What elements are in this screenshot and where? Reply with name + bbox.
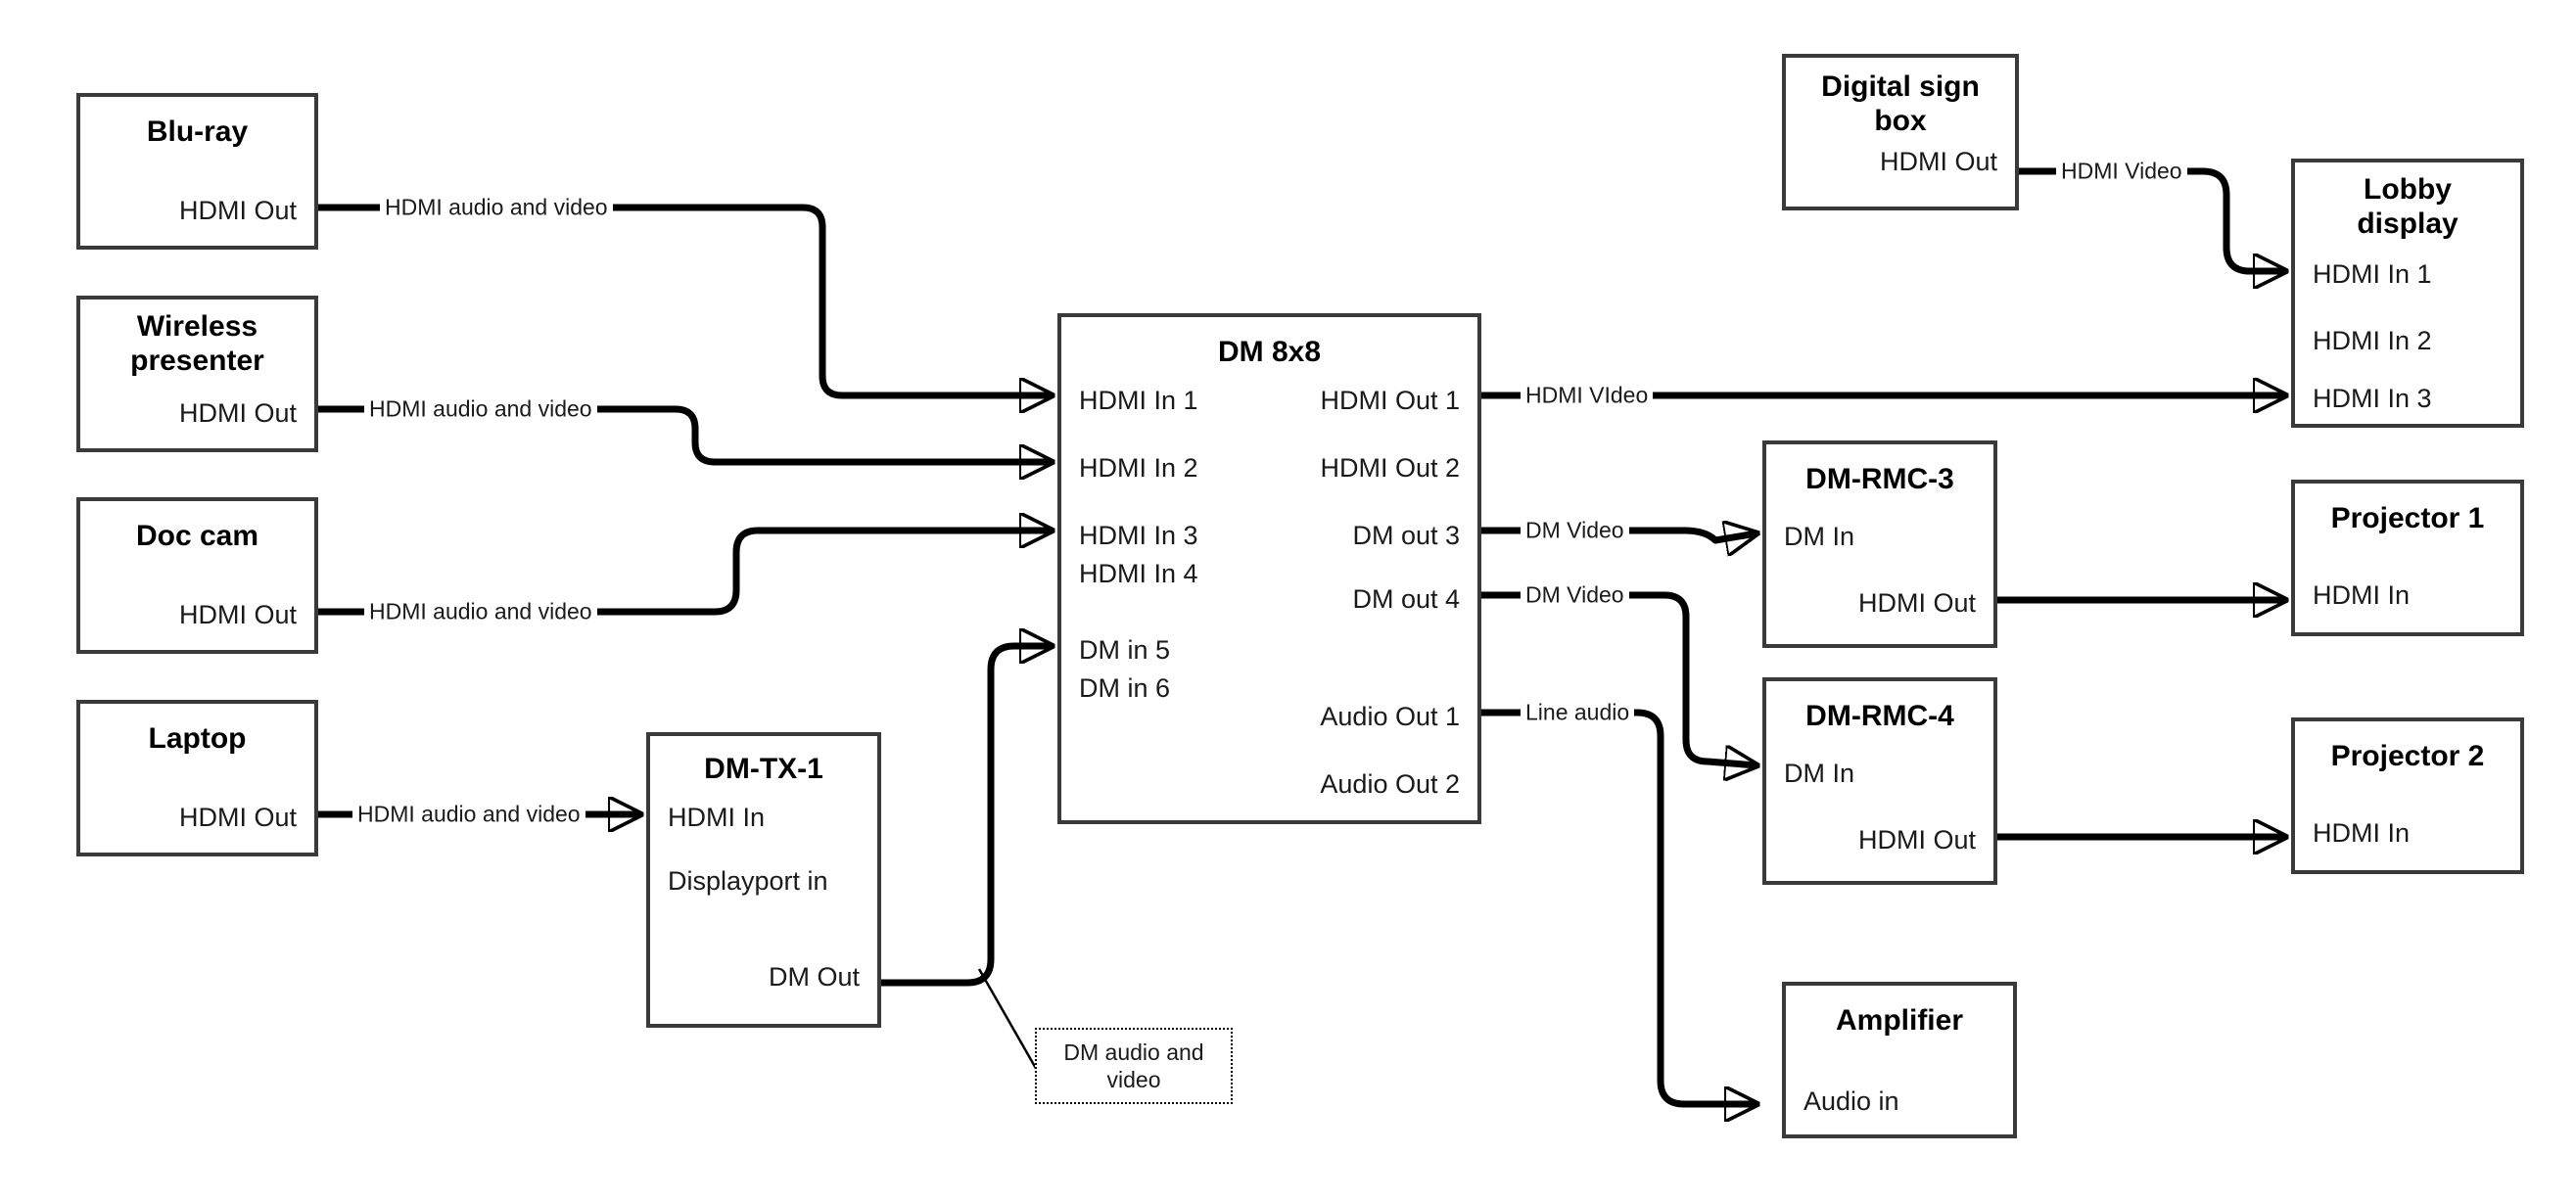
port-hdmi-out[interactable]: HDMI Out — [178, 398, 297, 428]
link-label-dmout4-to-rmc4: DM Video — [1521, 583, 1629, 607]
device-bluray[interactable]: Blu-ray HDMI Out — [76, 93, 318, 250]
link-label-dmout3-to-rmc3: DM Video — [1521, 519, 1629, 542]
port-hdmi-in-3[interactable]: HDMI In 3 — [2313, 384, 2432, 413]
port-dm-in-6[interactable]: DM in 6 — [1079, 673, 1171, 703]
link-label-bluray-to-dm: HDMI audio and video — [380, 196, 613, 219]
port-hdmi-out[interactable]: HDMI Out — [1857, 588, 1976, 618]
link-label-laptop-to-tx: HDMI audio and video — [352, 803, 585, 826]
port-hdmi-out[interactable]: HDMI Out — [178, 600, 297, 629]
device-title: Projector 2 — [2330, 740, 2485, 772]
device-title-line1: Digital sign — [1821, 70, 1980, 103]
port-audio-out-2[interactable]: Audio Out 2 — [1320, 769, 1460, 799]
device-title: DM 8x8 — [1217, 336, 1322, 368]
port-dm-out-4[interactable]: DM out 4 — [1352, 584, 1460, 614]
device-title: DM-TX-1 — [704, 753, 823, 785]
device-dm-rmc-3[interactable]: DM-RMC-3 DM In HDMI Out — [1762, 440, 1997, 648]
device-title: Blu-ray — [146, 115, 249, 148]
port-hdmi-in[interactable]: HDMI In — [668, 803, 766, 832]
port-dm-in[interactable]: DM In — [1784, 759, 1855, 788]
port-hdmi-in-1[interactable]: HDMI In 1 — [1079, 386, 1198, 415]
link-label-audioout1-to-amp: Line audio — [1521, 701, 1635, 724]
port-hdmi-out[interactable]: HDMI Out — [1879, 147, 1997, 176]
port-hdmi-out[interactable]: HDMI Out — [178, 196, 297, 225]
device-title: Laptop — [148, 722, 247, 755]
port-hdmi-out-1[interactable]: HDMI Out 1 — [1320, 386, 1460, 415]
device-title-line2: presenter — [130, 345, 264, 377]
device-title: Projector 1 — [2330, 502, 2485, 534]
device-dm-8x8[interactable]: DM 8x8 HDMI In 1 HDMI In 2 HDMI In 3 HDM… — [1057, 313, 1481, 824]
device-amplifier[interactable]: Amplifier Audio in — [1782, 982, 2017, 1138]
port-hdmi-in-2[interactable]: HDMI In 2 — [2313, 326, 2432, 355]
device-dm-rmc-4[interactable]: DM-RMC-4 DM In HDMI Out — [1762, 677, 1997, 885]
device-laptop[interactable]: Laptop HDMI Out — [76, 700, 318, 856]
port-hdmi-in[interactable]: HDMI In — [2313, 580, 2411, 610]
port-hdmi-in[interactable]: HDMI In — [2313, 818, 2411, 848]
device-title: Amplifier — [1835, 1004, 1964, 1037]
link-label-sign-to-lobby: HDMI Video — [2056, 160, 2187, 183]
device-projector-1[interactable]: Projector 1 HDMI In — [2291, 480, 2524, 636]
annotation-dm-audio-and-video: DM audio and video — [1035, 1028, 1233, 1104]
port-hdmi-out[interactable]: HDMI Out — [178, 803, 297, 832]
port-dm-in-5[interactable]: DM in 5 — [1079, 635, 1171, 665]
port-hdmi-out[interactable]: HDMI Out — [1857, 825, 1976, 855]
port-audio-in[interactable]: Audio in — [1803, 1086, 1899, 1116]
port-hdmi-in-1[interactable]: HDMI In 1 — [2313, 259, 2432, 289]
port-hdmi-out-2[interactable]: HDMI Out 2 — [1320, 453, 1460, 483]
link-label-doccam-to-dm: HDMI audio and video — [364, 600, 597, 624]
port-dm-in[interactable]: DM In — [1784, 522, 1855, 551]
device-digital-sign-box[interactable]: Digital sign box HDMI Out — [1782, 54, 2019, 210]
device-title: Doc cam — [135, 520, 259, 552]
port-displayport-in[interactable]: Displayport in — [668, 866, 828, 896]
device-title-line2: display — [2357, 208, 2459, 240]
device-projector-2[interactable]: Projector 2 HDMI In — [2291, 717, 2524, 874]
port-dm-out[interactable]: DM Out — [768, 962, 860, 992]
device-wireless-presenter[interactable]: Wireless presenter HDMI Out — [76, 296, 318, 452]
device-title: DM-RMC-4 — [1805, 700, 1954, 732]
device-doc-cam[interactable]: Doc cam HDMI Out — [76, 497, 318, 654]
device-dm-tx-1[interactable]: DM-TX-1 HDMI In Displayport in DM Out — [646, 732, 881, 1028]
port-hdmi-in-3[interactable]: HDMI In 3 — [1079, 521, 1198, 550]
port-hdmi-in-4[interactable]: HDMI In 4 — [1079, 559, 1198, 588]
device-lobby-display[interactable]: Lobby display HDMI In 1 HDMI In 2 HDMI I… — [2291, 159, 2524, 428]
device-title-line2: box — [1874, 105, 1927, 137]
link-label-dmout1-to-lobby: HDMI VIdeo — [1521, 384, 1654, 407]
link-label-wireless-to-dm: HDMI audio and video — [364, 397, 597, 421]
port-audio-out-1[interactable]: Audio Out 1 — [1320, 702, 1460, 731]
device-title: DM-RMC-3 — [1805, 463, 1954, 495]
port-dm-out-3[interactable]: DM out 3 — [1352, 521, 1460, 550]
device-title-line1: Wireless — [136, 310, 258, 343]
port-hdmi-in-2[interactable]: HDMI In 2 — [1079, 453, 1198, 483]
device-title-line1: Lobby — [2364, 173, 2452, 206]
